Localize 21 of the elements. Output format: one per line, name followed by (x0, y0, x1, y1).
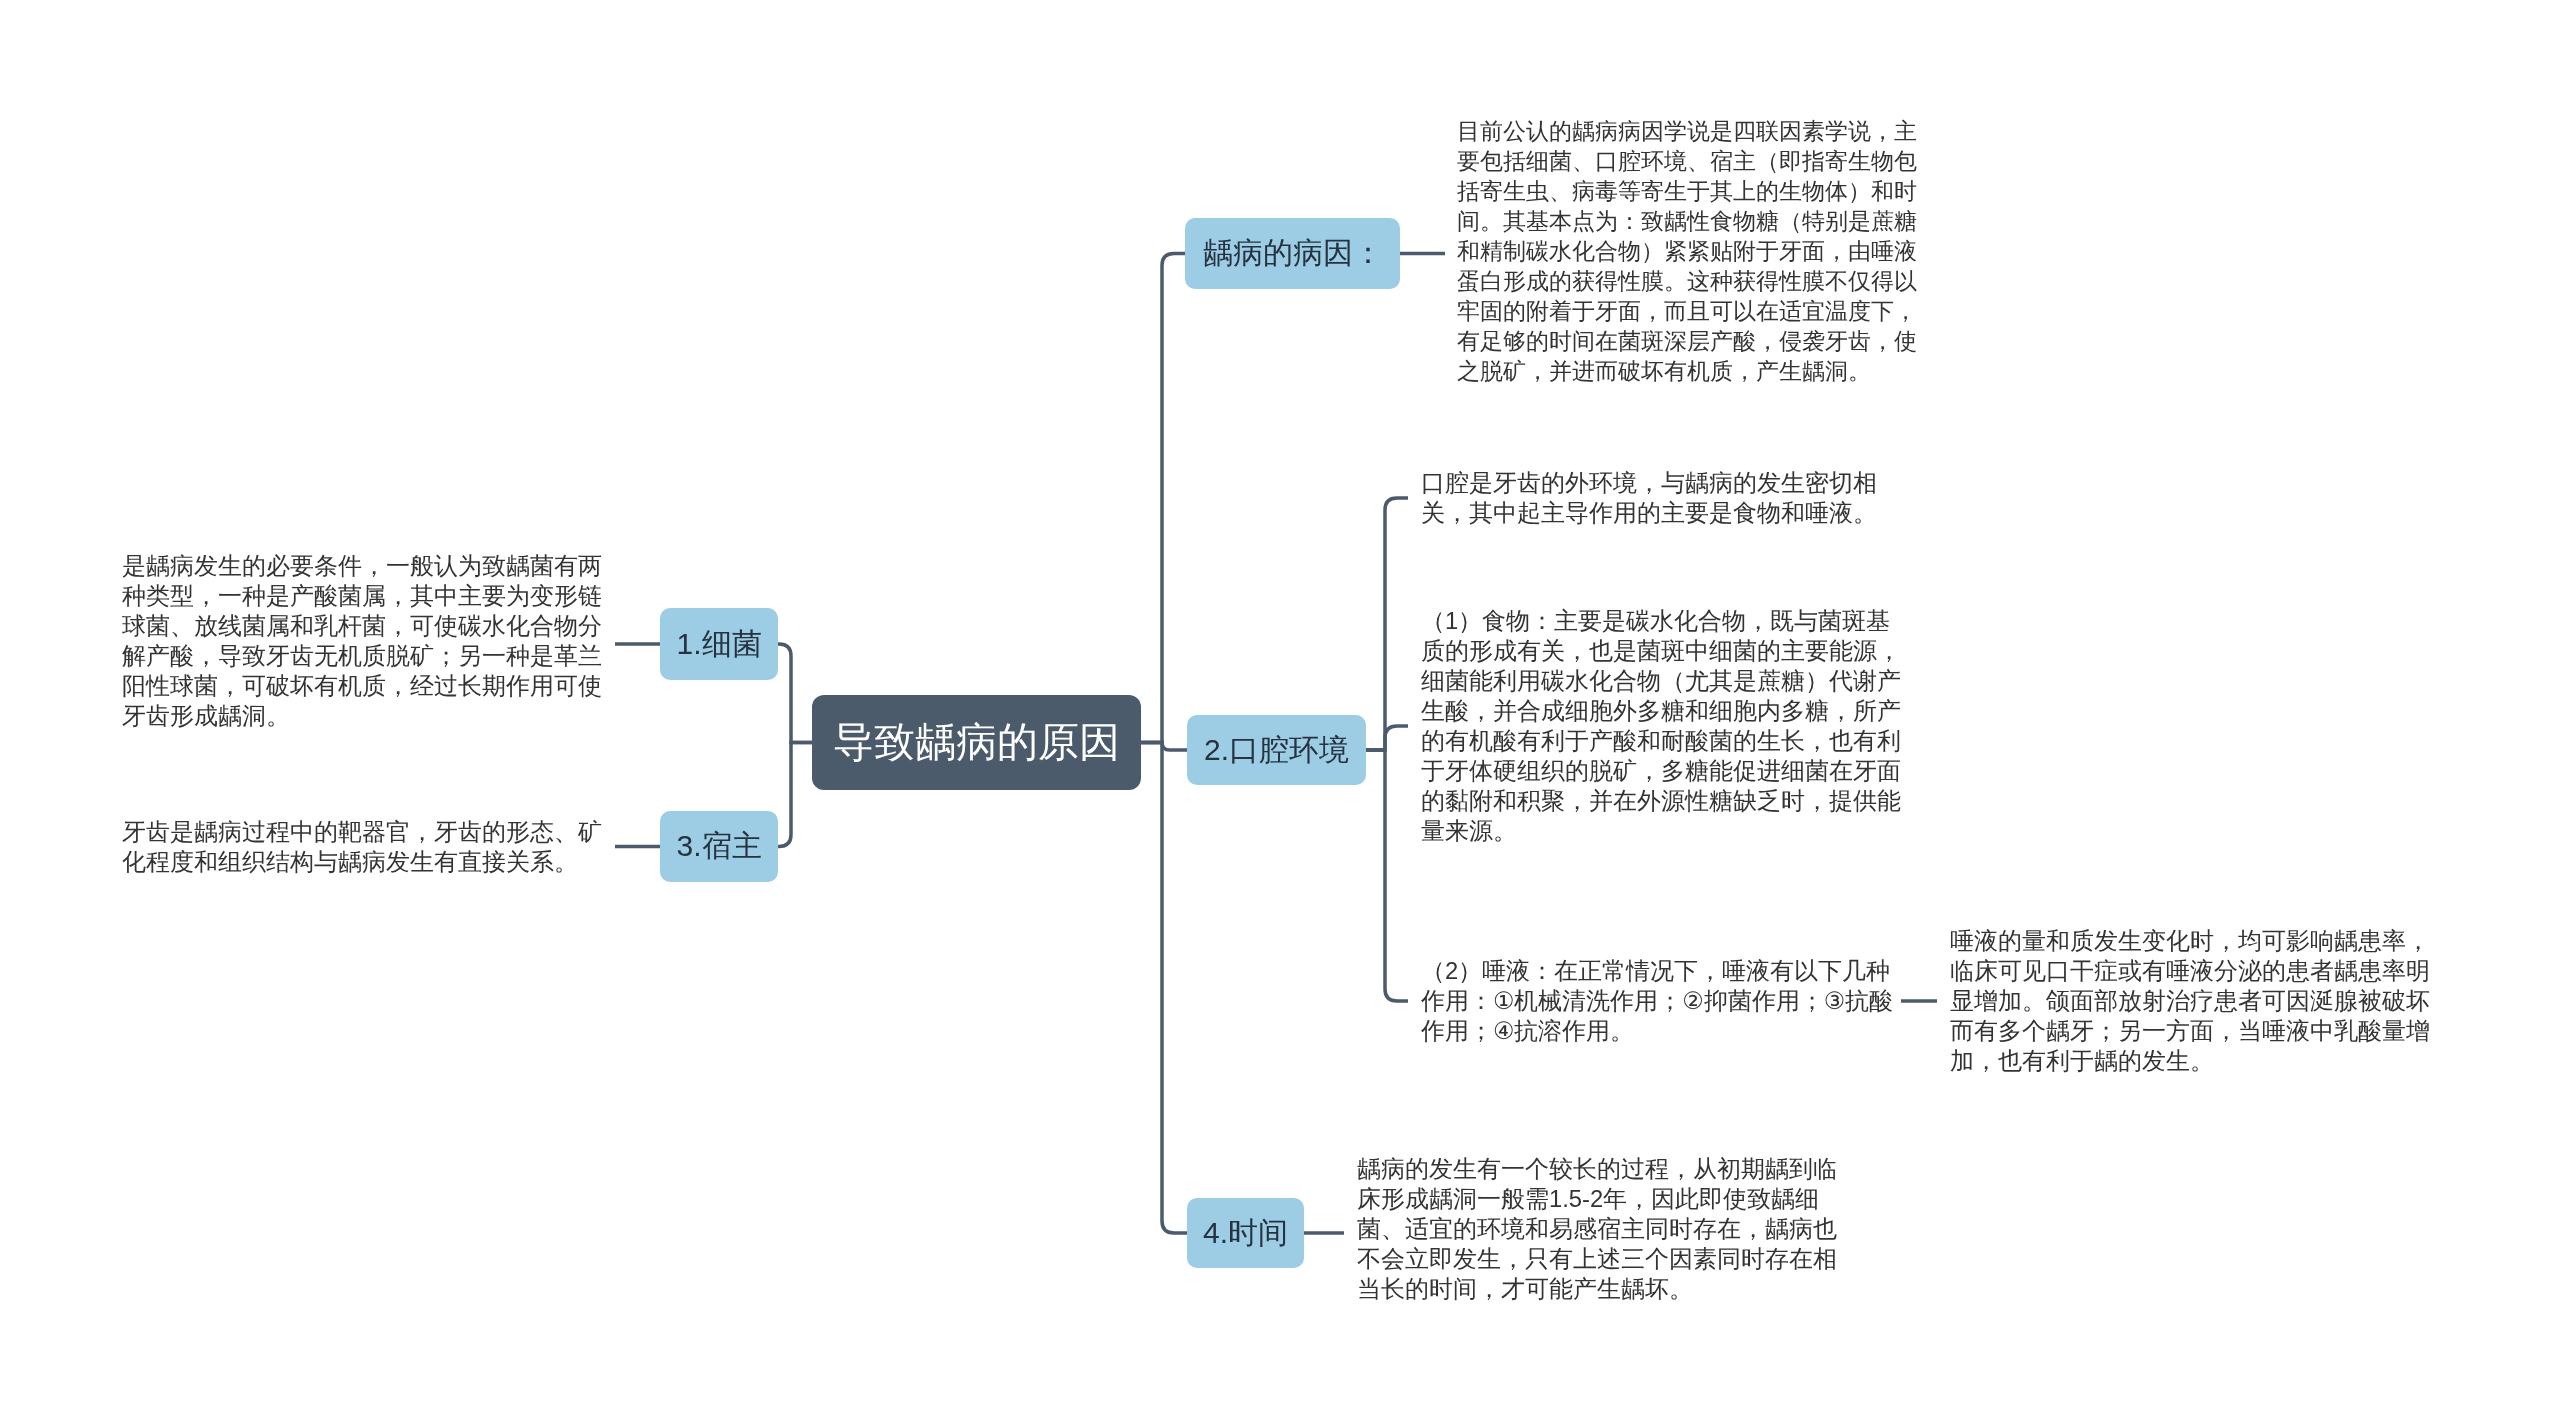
connector-line (1400, 251, 1445, 256)
branch-box: 2.口腔环境 (1187, 715, 1366, 785)
connector-line (615, 642, 660, 646)
note-text: （2）唾液：在正常情况下，唾液有以下几种作用：①机械清洗作用；②抑菌作用；③抗酸作用；④抗溶作用。 (1408, 956, 1901, 1046)
branch-box: 1.细菌 (660, 608, 778, 680)
note-text: 龋病的发生有一个较长的过程，从初期龋到临床形成龋洞一般需1.5-2年，因此即使致龋细菌、适宜的环境和易感宿主同时存在，龋病也不会立即发生，只有上述三个因素同时存在相当长的时间，才可能产生龋坏。 (1344, 1154, 1837, 1304)
branch-box: 3.宿主 (660, 811, 778, 882)
connector-line (1901, 999, 1937, 1003)
note-text: 唾液的量和质发生变化时，均可影响龋患率，临床可见口干症或有唾液分泌的患者龋患率明显增加。颌面部放射治疗患者可因涎腺被破坏而有多个龋牙；另一方面，当唾液中乳酸量增加，也有利于龋的发生。 (1937, 926, 2430, 1076)
note-text: （1）食物：主要是碳水化合物，既与菌斑基质的形成有关，也是菌斑中细菌的主要能源，细菌能利用碳水化合物（尤其是蔗糖）代谢产生酸，并合成细胞外多糖和细胞内多糖，所产的有机酸有利于产酸和耐酸菌的生长，也有利于牙体硬组织的脱矿，多糖能促进细菌在牙面的黏附和积聚，并在外源性糖缺乏时，提供能量来源。 (1408, 606, 1901, 846)
connector-line (615, 844, 660, 849)
note-text: 目前公认的龋病病因学说是四联因素学说，主要包括细菌、口腔环境、宿主（即指寄生物包括寄生虫、病毒等寄生于其上的生物体）和时间。其基本点为：致龋性食物糖（特别是蔗糖和精制碳水化合物）紧紧贴附于牙面，由唾液蛋白形成的获得性膜。这种获得性膜不仅得以牢固的附着于牙面，而且可以在适宜温度下，有足够的时间在菌斑深层产酸，侵袭牙齿，使之脱矿，并进而破坏有机质，产生龋洞。 (1445, 116, 1939, 386)
branch-box: 龋病的病因： (1185, 218, 1400, 289)
connector-line (1304, 1231, 1344, 1235)
note-text: 口腔是牙齿的外环境，与龋病的发生密切相关，其中起主导作用的主要是食物和唾液。 (1408, 468, 1901, 528)
connector-line (1141, 740, 1187, 1235)
note-text: 是龋病发生的必要条件，一般认为致龋菌有两种类型，一种是产酸菌属，其中主要为变形链球菌、放线菌属和乳杆菌，可使碳水化合物分解产酸，导致牙齿无机质脱矿；另一种是革兰阳性球菌，可破坏有机质，经过长期作用可使牙齿形成龋洞。 (122, 551, 615, 731)
topic-box: 导致龋病的原因 (812, 695, 1141, 790)
connector-line (777, 740, 812, 849)
branch-box: 4.时间 (1187, 1198, 1304, 1268)
note-text: 牙齿是龋病过程中的靶器官，牙齿的形态、矿化程度和组织结构与龋病发生有直接关系。 (122, 817, 615, 877)
